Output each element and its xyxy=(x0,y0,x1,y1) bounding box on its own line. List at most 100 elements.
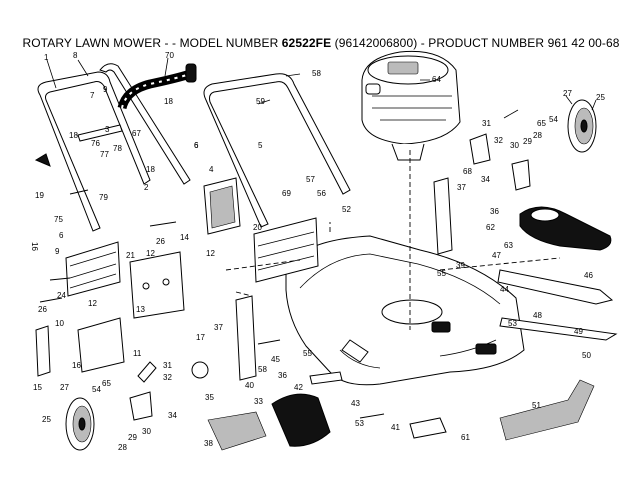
callout-18: 18 xyxy=(146,165,155,174)
callout-53: 53 xyxy=(508,319,517,328)
callout-2: 2 xyxy=(144,183,149,192)
air-filter-4 xyxy=(203,177,241,235)
title-prefix: ROTARY LAWN MOWER - - MODEL NUMBER xyxy=(22,36,279,50)
callout-67: 67 xyxy=(132,129,141,138)
rear-skirt-51 xyxy=(499,379,595,441)
callout-24: 24 xyxy=(57,291,66,300)
callout-39: 39 xyxy=(456,261,465,270)
callout-79: 79 xyxy=(99,193,108,202)
callout-30: 30 xyxy=(510,141,519,150)
callout-63: 63 xyxy=(504,241,513,250)
callout-65: 65 xyxy=(537,119,546,128)
mower-deck xyxy=(285,235,525,386)
callout-12: 12 xyxy=(206,249,215,258)
callout-26: 26 xyxy=(156,237,165,246)
callout-16: 16 xyxy=(30,242,39,251)
callout-41: 41 xyxy=(391,423,400,432)
callout-55: 55 xyxy=(303,349,312,358)
callout-12: 12 xyxy=(88,299,97,308)
callout-27: 27 xyxy=(60,383,69,392)
callout-38: 38 xyxy=(204,439,213,448)
callout-32: 32 xyxy=(163,373,172,382)
assembly-lines xyxy=(225,150,561,330)
callout-69: 69 xyxy=(282,189,291,198)
bracket-16 xyxy=(77,317,125,373)
title-suffix: (96142006800) - PRODUCT NUMBER 961 42 00… xyxy=(334,36,620,50)
lower-handle xyxy=(37,63,191,232)
leader-lines xyxy=(46,57,597,119)
callout-17: 17 xyxy=(196,333,205,342)
callout-58: 58 xyxy=(258,365,267,374)
callout-56: 56 xyxy=(317,189,326,198)
callout-18: 18 xyxy=(69,131,78,140)
bracket-10 xyxy=(35,325,51,377)
callout-36: 36 xyxy=(490,207,499,216)
callout-28: 28 xyxy=(118,443,127,452)
callout-44: 44 xyxy=(500,285,509,294)
blade xyxy=(497,269,618,341)
upper-handle xyxy=(203,73,351,228)
callout-11: 11 xyxy=(133,349,142,358)
callout-40: 40 xyxy=(245,381,254,390)
callout-31: 31 xyxy=(163,361,172,370)
callout-76: 76 xyxy=(91,139,100,148)
callout-29: 29 xyxy=(523,137,532,146)
callout-18: 18 xyxy=(164,97,173,106)
callout-9: 9 xyxy=(55,247,60,256)
callout-55: 55 xyxy=(437,269,446,278)
hardware xyxy=(34,133,531,439)
callout-37: 37 xyxy=(214,323,223,332)
callout-15: 15 xyxy=(33,383,42,392)
callout-52: 52 xyxy=(342,205,351,214)
callout-6: 6 xyxy=(59,231,64,240)
callout-36: 36 xyxy=(278,371,287,380)
callout-75: 75 xyxy=(54,215,63,224)
callout-28: 28 xyxy=(533,131,542,140)
callout-3: 3 xyxy=(105,125,110,134)
callout-51: 51 xyxy=(532,401,541,410)
callout-54: 54 xyxy=(549,115,558,124)
bracket-40 xyxy=(235,295,257,381)
callout-19: 19 xyxy=(35,191,44,200)
callout-25: 25 xyxy=(596,93,605,102)
callout-21: 21 xyxy=(126,251,135,260)
callout-6: 6 xyxy=(194,141,199,150)
callout-42: 42 xyxy=(294,383,303,392)
callout-57: 57 xyxy=(306,175,315,184)
callout-20: 20 xyxy=(253,223,262,232)
deflector-38 xyxy=(207,411,267,451)
callout-30: 30 xyxy=(142,427,151,436)
engine xyxy=(361,50,461,161)
callout-68: 68 xyxy=(463,167,472,176)
callout-31: 31 xyxy=(482,119,491,128)
callout-26: 26 xyxy=(38,305,47,314)
callout-48: 48 xyxy=(533,311,542,320)
callout-46: 46 xyxy=(584,271,593,280)
control-bail xyxy=(117,63,197,110)
callout-29: 29 xyxy=(128,433,137,442)
callout-7: 7 xyxy=(90,91,95,100)
callout-35: 35 xyxy=(205,393,214,402)
callout-5: 5 xyxy=(258,141,263,150)
callout-37: 37 xyxy=(457,183,466,192)
front-wheel-left xyxy=(65,397,95,451)
callout-54: 54 xyxy=(92,385,101,394)
callout-16: 16 xyxy=(72,361,81,370)
callout-8: 8 xyxy=(73,51,78,60)
callout-77: 77 xyxy=(100,150,109,159)
callout-6: 6 xyxy=(194,141,199,150)
callout-4: 4 xyxy=(209,165,214,174)
callout-33: 33 xyxy=(254,397,263,406)
callout-14: 14 xyxy=(180,233,189,242)
callout-61: 61 xyxy=(461,433,470,442)
callout-9: 9 xyxy=(103,85,108,94)
callout-34: 34 xyxy=(168,411,177,420)
rear-flap-20 xyxy=(253,217,319,283)
callout-32: 32 xyxy=(494,136,503,145)
callout-70: 70 xyxy=(165,51,174,60)
callout-10: 10 xyxy=(55,319,64,328)
callout-58: 58 xyxy=(312,69,321,78)
rear-flap-9 xyxy=(65,241,121,297)
callout-47: 47 xyxy=(492,251,501,260)
